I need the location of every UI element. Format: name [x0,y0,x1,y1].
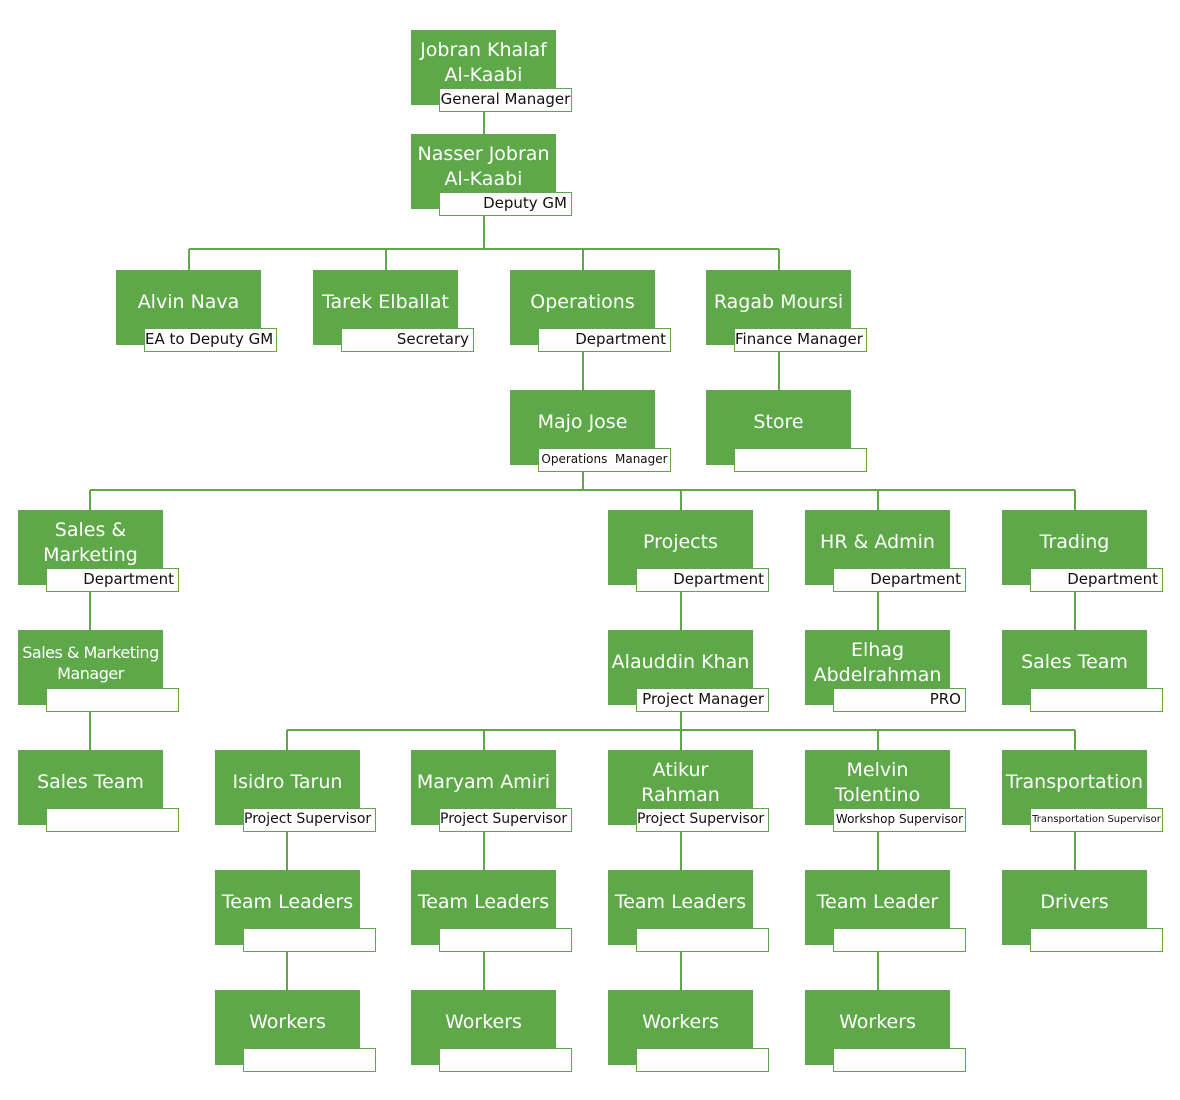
node-role: Transportation Supervisor [1030,808,1163,832]
node-trading-department: Trading Department [1002,510,1163,592]
node-role: Project Supervisor [439,808,572,832]
node-role: PRO [833,688,966,712]
node-role: Department [833,568,966,592]
node-role: EA to Deputy GM [144,328,277,352]
node-role: Department [636,568,769,592]
node-maryam-amiri: Maryam Amiri Project Supervisor [411,750,572,832]
node-ragab-moursi: Ragab Moursi Finance Manager [706,270,867,352]
node-role: Project Supervisor [243,808,376,832]
node-workers-4: Workers [805,990,966,1072]
node-melvin-tolentino: Melvin Tolentino Workshop Supervisor [805,750,966,832]
node-transportation: Transportation Transportation Supervisor [1002,750,1163,832]
node-role [1030,928,1163,952]
node-role [46,688,179,712]
node-sales-team: Sales Team [18,750,179,832]
node-role [243,1048,376,1072]
node-role [636,1048,769,1072]
node-role [243,928,376,952]
node-general-manager: Jobran Khalaf Al-Kaabi General Manager [411,30,572,112]
node-role: Secretary [341,328,474,352]
node-workers-3: Workers [608,990,769,1072]
node-team-leaders-3: Team Leaders [608,870,769,952]
node-role [1030,688,1163,712]
node-role: Department [1030,568,1163,592]
node-store: Store [706,390,867,472]
node-deputy-gm: Nasser Jobran Al-Kaabi Deputy GM [411,134,572,216]
node-role: Project Manager [636,688,769,712]
node-role: Workshop Supervisor [833,808,966,832]
node-role: Finance Manager [734,328,867,352]
node-isidro-tarun: Isidro Tarun Project Supervisor [215,750,376,832]
node-sales-marketing-manager: Sales & Marketing Manager [18,630,179,712]
node-alauddin-khan: Alauddin Khan Project Manager [608,630,769,712]
node-sales-marketing-department: Sales & Marketing Department [18,510,179,592]
node-tarek-elballat: Tarek Elballat Secretary [313,270,474,352]
node-operations-department: Operations Department [510,270,671,352]
node-role: Deputy GM [439,192,572,216]
node-role [439,1048,572,1072]
node-workers-2: Workers [411,990,572,1072]
node-role [636,928,769,952]
node-alvin-nava: Alvin Nava EA to Deputy GM [116,270,277,352]
node-role [439,928,572,952]
node-role [734,448,867,472]
node-drivers: Drivers [1002,870,1163,952]
node-name: Sales & Marketing Manager [18,630,163,705]
node-trading-sales-team: Sales Team [1002,630,1163,712]
node-workers-1: Workers [215,990,376,1072]
node-role [46,808,179,832]
node-atikur-rahman: Atikur Rahman Project Supervisor [608,750,769,832]
node-team-leaders-1: Team Leaders [215,870,376,952]
node-elhag-abdelrahman: Elhag Abdelrahman PRO [805,630,966,712]
node-role: Project Supervisor [636,808,769,832]
node-role [833,1048,966,1072]
node-role: Department [46,568,179,592]
node-hr-admin-department: HR & Admin Department [805,510,966,592]
node-role: Department [538,328,671,352]
node-team-leader-4: Team Leader [805,870,966,952]
node-role: General Manager [439,88,572,112]
node-projects-department: Projects Department [608,510,769,592]
node-team-leaders-2: Team Leaders [411,870,572,952]
node-role [833,928,966,952]
node-majo-jose: Majo Jose Operations Manager [510,390,671,472]
node-role: Operations Manager [538,448,671,472]
